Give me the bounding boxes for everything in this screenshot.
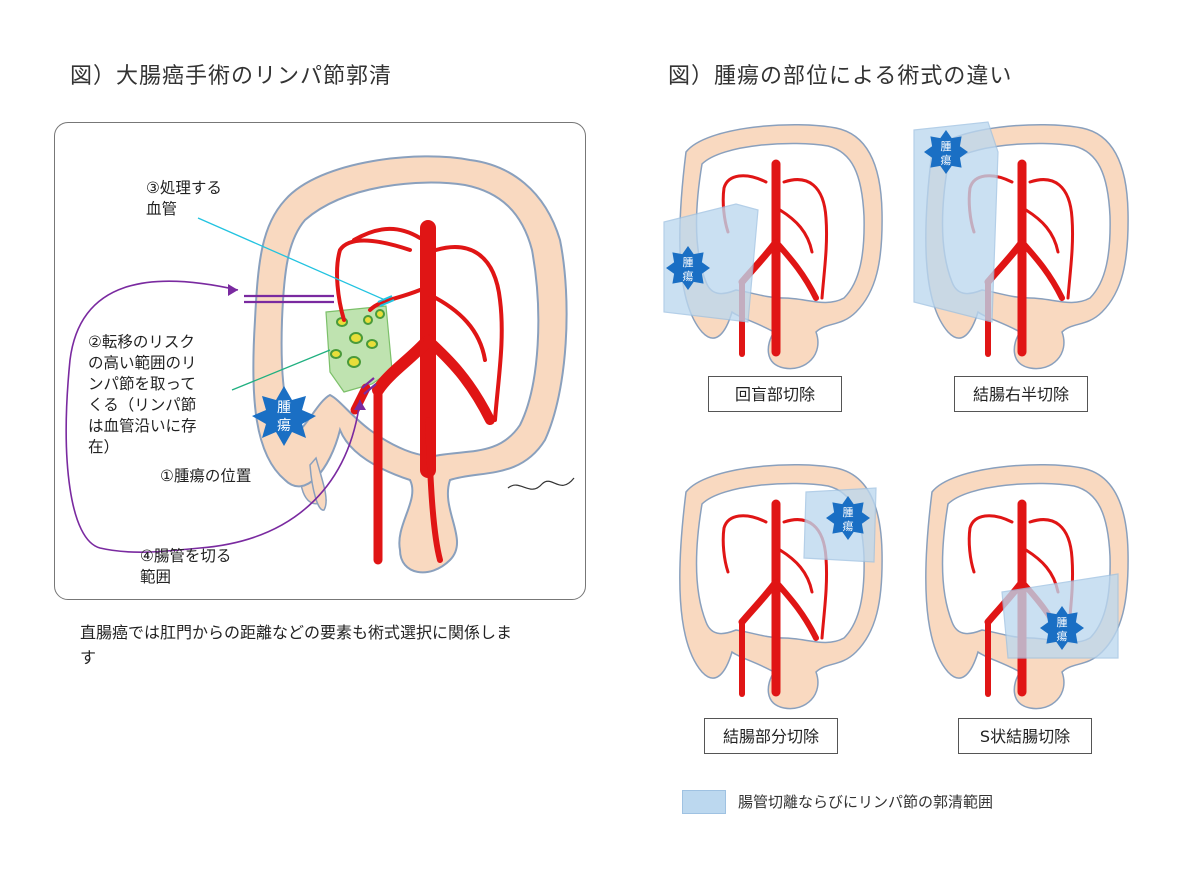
mini-tumor-label-1: 腫 <box>1057 615 1068 629</box>
mini-tumor-label-1: 腫 <box>941 139 952 153</box>
mini-tumor-label-1: 腫 <box>843 505 854 519</box>
mini-tumor-marker: 腫瘍 <box>924 130 968 174</box>
procedure-diagram-1: 腫瘍 <box>663 124 883 370</box>
rectal-cancer-note: 直腸癌では肛門からの距離などの要素も術式選択に関係します <box>80 623 513 667</box>
mini-tumor-marker: 腫瘍 <box>666 246 710 290</box>
lymph-nodes <box>330 309 385 368</box>
annotation-lymph: ②転移のリスク の高い範囲のリ ンパ節を取って くる（リンパ節 は血管沿いに存 … <box>88 333 197 456</box>
annotation-cut-range: ④腸管を切る 範囲 <box>140 547 232 586</box>
annotation-tumor-position: ①腫瘍の位置 <box>160 467 252 485</box>
arteries <box>335 220 504 565</box>
procedure-diagram-2: 腫瘍 <box>913 121 1129 370</box>
mini-tumor-marker: 腫瘍 <box>1040 606 1084 650</box>
lymph-callout-line <box>231 349 331 391</box>
legend-swatch <box>682 790 726 814</box>
lymph-dissection-panel <box>54 122 586 600</box>
procedure-label-partial-colectomy: 結腸部分切除 <box>704 718 838 754</box>
procedure-diagram-4: 腫瘍 <box>925 464 1129 710</box>
annotation-vessel: ③処理する 血管 <box>146 179 222 218</box>
artist-signature <box>507 477 575 490</box>
ligation-marks <box>244 294 395 395</box>
cut-range-arrow <box>65 280 361 553</box>
right-figure-title: 図）腫瘍の部位による術式の違い <box>668 64 1013 89</box>
procedure-label-right-hemicolectomy: 結腸右半切除 <box>954 376 1088 412</box>
mini-tumor-marker: 腫瘍 <box>826 496 870 540</box>
legend-label: 腸管切離ならびにリンパ節の郭清範囲 <box>738 793 994 811</box>
tumor-label-2: 瘍 <box>277 417 291 434</box>
resection-region <box>663 203 759 323</box>
mini-tumor-label-2: 瘍 <box>1057 629 1068 643</box>
procedure-label-ileocecal: 回盲部切除 <box>708 376 842 412</box>
resection-region <box>913 121 999 323</box>
mini-arteries <box>721 499 829 697</box>
lymph-node-region <box>325 305 393 393</box>
procedure-diagram-3: 腫瘍 <box>679 464 883 710</box>
main-colon-diagram: 腫 瘍 <box>65 155 575 574</box>
mini-tumor-label-2: 瘍 <box>843 519 854 533</box>
tumor-marker: 腫 瘍 <box>252 386 316 446</box>
procedure-label-sigmoidectomy: S状結腸切除 <box>958 718 1092 754</box>
vessel-callout-line <box>197 217 386 301</box>
tumor-label-1: 腫 <box>277 400 291 416</box>
mini-tumor-label-1: 腫 <box>683 255 694 269</box>
mini-tumor-label-2: 瘍 <box>683 269 694 283</box>
mini-tumor-label-2: 瘍 <box>941 153 952 167</box>
left-figure-title: 図）大腸癌手術のリンパ節郭清 <box>70 64 393 89</box>
